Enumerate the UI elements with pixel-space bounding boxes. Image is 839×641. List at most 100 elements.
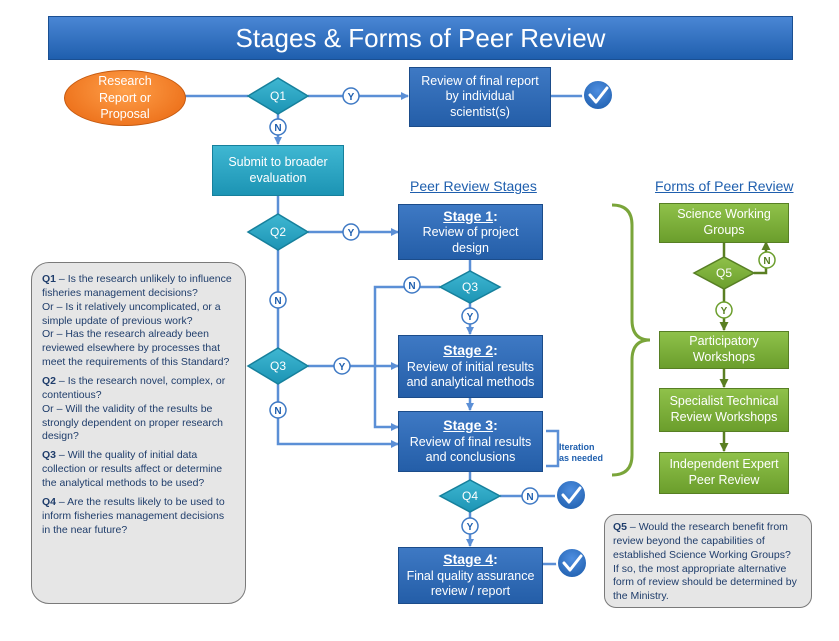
q3-inner-no-label: N — [408, 281, 415, 292]
form-participatory-workshops: Participatory Workshops — [659, 331, 789, 369]
iteration-bracket — [546, 429, 560, 468]
stage4-title: Stage 4 — [443, 551, 494, 568]
q3-inner-yes-label: Y — [467, 312, 474, 323]
stage2-line: and analytical methods — [406, 375, 535, 390]
q4-no-label: N — [526, 492, 533, 503]
q3-yes-label: Y — [339, 362, 346, 373]
q4-yes-marker — [461, 517, 479, 535]
decision-q5 — [692, 256, 756, 290]
form-independent-expert-review: Independent Expert Peer Review — [659, 452, 789, 494]
q5-or: If so, the most appropriate alternative … — [613, 562, 797, 603]
q4-label: Q4 — [462, 489, 478, 503]
q2-label: Q2 — [270, 225, 286, 239]
questions-note-left: Q1 – Is the research unlikely to influen… — [31, 262, 246, 604]
connector-q3-no — [276, 384, 399, 448]
box-line: scientist(s) — [450, 104, 510, 119]
questions-note-right: Q5 – Would the research benefit from rev… — [604, 514, 812, 608]
q4-no-marker — [521, 487, 539, 505]
stages-forms-bracket — [611, 203, 651, 477]
decision-q2 — [246, 213, 310, 251]
q2-yes-marker — [342, 223, 360, 241]
check-icon — [555, 479, 587, 511]
q1-text: – Is the research unlikely to influence … — [42, 273, 232, 299]
stage3-title: Stage 3 — [443, 417, 494, 434]
q2-no-marker — [269, 291, 287, 309]
decision-q4 — [438, 479, 502, 513]
q4-heading: Q4 — [42, 495, 57, 508]
submit-broader-box: Submit to broader evaluation — [212, 145, 344, 196]
q3-no-label: N — [274, 406, 281, 417]
q3-yes-marker — [333, 357, 351, 375]
stage4-colon: : — [493, 551, 498, 568]
check-icon — [556, 547, 588, 579]
q1-yes-label: Y — [348, 92, 355, 103]
stage4-box: Stage 4: Final quality assurance review … — [398, 547, 543, 604]
q1-heading: Q1 — [42, 273, 57, 285]
form-line: Independent Expert — [669, 457, 779, 472]
form-line: Peer Review — [688, 473, 760, 487]
q2-or1: Or – Will the validity of the results be… — [42, 402, 223, 443]
q5-heading: Q5 — [613, 521, 628, 533]
form-line: Participatory — [689, 334, 759, 349]
stage1-title: Stage 1 — [443, 207, 494, 224]
review-final-report-box: Review of final report by individual sci… — [409, 67, 551, 127]
start-node-line: Research — [98, 73, 152, 88]
box-line: Review of final report — [421, 73, 539, 88]
q5-no-marker — [758, 251, 776, 269]
stage3-line: and conclusions — [425, 450, 516, 465]
form-line: Groups — [703, 223, 745, 237]
section-title-forms: Forms of Peer Review — [655, 178, 794, 194]
start-node-research: Research Report or Proposal — [64, 70, 186, 126]
check-icon — [582, 79, 614, 111]
decision-q1 — [246, 77, 310, 115]
q3-inner-label: Q3 — [462, 280, 478, 294]
q1-yes-marker — [342, 87, 360, 105]
q3-no-marker — [269, 401, 287, 419]
stage1-colon: : — [493, 207, 498, 224]
stage1-box: Stage 1: Review of project design — [398, 204, 543, 260]
q5-yes-label: Y — [721, 306, 728, 317]
form-science-working-groups: Science Working Groups — [659, 203, 789, 243]
form-specialist-technical-review: Specialist Technical Review Workshops — [659, 388, 789, 432]
q4-text: – Are the results likely to be used to i… — [42, 495, 225, 536]
decision-q3 — [246, 347, 310, 385]
iteration-line: as needed — [559, 452, 604, 463]
q1-or1: Or – Is it relatively uncomplicated, or … — [42, 300, 221, 327]
stage3-box: Stage 3: Review of final results and con… — [398, 411, 543, 472]
section-title-stages: Peer Review Stages — [410, 178, 537, 194]
stage1-line: design — [452, 240, 489, 255]
stage2-title: Stage 2 — [443, 342, 494, 359]
q2-no-label: N — [274, 296, 281, 307]
q3-heading: Q3 — [42, 449, 57, 462]
form-line: Workshops — [692, 350, 756, 364]
box-line: evaluation — [249, 170, 307, 185]
stage2-box: Stage 2: Review of initial results and a… — [398, 335, 543, 398]
decision-q3-inner — [438, 270, 502, 304]
form-line: Review Workshops — [670, 410, 778, 424]
stage3-line: Review of final results — [409, 434, 532, 449]
q1-or2: Or – Has the research already been revie… — [42, 328, 230, 369]
q3-inner-no-marker — [403, 276, 421, 294]
stage3-colon: : — [493, 417, 498, 434]
form-line: Specialist Technical — [669, 394, 779, 409]
q2-text: – Is the research novel, complex, or con… — [42, 375, 226, 401]
q5-text: – Would the research benefit from review… — [613, 521, 791, 561]
iteration-line: Iteration — [559, 442, 595, 452]
stage2-line: Review of initial results — [406, 359, 535, 374]
q5-yes-marker — [715, 301, 733, 319]
q3-text: – Will the quality of initial data colle… — [42, 449, 223, 490]
box-line: by individual — [445, 89, 515, 104]
q3-inner-yes-marker — [461, 307, 479, 325]
q1-no-marker — [269, 118, 287, 136]
q4-yes-label: Y — [467, 522, 474, 533]
start-node-line: Report or — [98, 90, 152, 105]
stage4-line: review / report — [430, 584, 511, 599]
q5-no-label: N — [763, 256, 770, 267]
diagram-title: Stages & Forms of Peer Review — [48, 16, 793, 60]
stage1-line: Review of project — [422, 225, 519, 240]
q1-label: Q1 — [270, 89, 286, 103]
q1-no-label: N — [274, 123, 281, 134]
form-line: Science Working — [677, 207, 771, 222]
q2-heading: Q2 — [42, 375, 57, 388]
